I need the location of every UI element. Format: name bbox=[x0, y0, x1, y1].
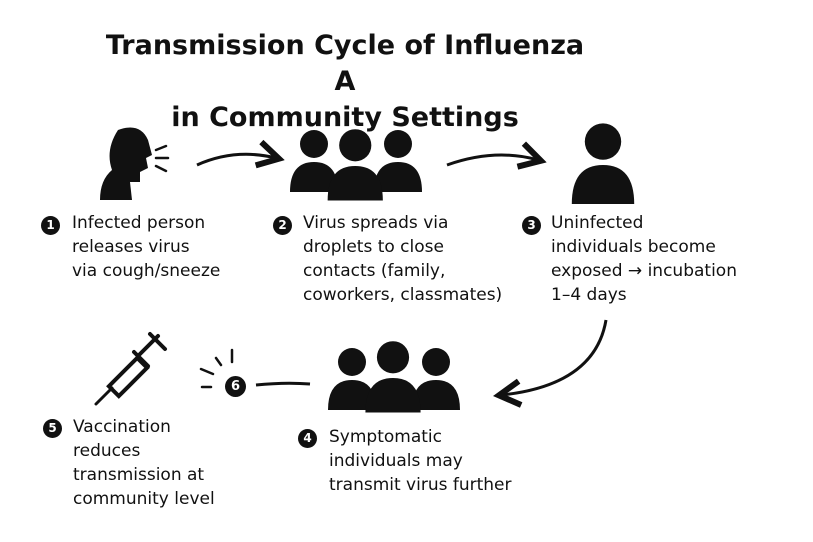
step-5-number: 5 bbox=[43, 419, 62, 438]
title-line-1: Transmission Cycle of Influenza A bbox=[105, 30, 585, 97]
step-1-number: 1 bbox=[41, 216, 60, 235]
step-6-number: 6 bbox=[225, 376, 246, 397]
title-line-2: in Community Settings bbox=[171, 102, 519, 133]
person-icon bbox=[571, 123, 635, 204]
group-of-people-icon bbox=[290, 129, 422, 201]
syringe-icon bbox=[94, 332, 167, 406]
symptomatic-group-icon bbox=[328, 341, 460, 413]
title: Transmission Cycle of Influenza A in Com… bbox=[100, 28, 590, 136]
coughing-person-icon bbox=[100, 127, 170, 200]
step-2-number: 2 bbox=[273, 216, 292, 235]
step-4-number: 4 bbox=[298, 429, 317, 448]
arrow-3-to-4 bbox=[502, 319, 608, 395]
arrow-2-to-3 bbox=[446, 155, 538, 165]
step-4-text: Symptomatic individuals may transmit vir… bbox=[329, 427, 512, 495]
burst-lines bbox=[199, 348, 234, 389]
step-5-text: Vaccination reduces transmission at comm… bbox=[73, 417, 215, 509]
step-1-text: Infected person releases virus via cough… bbox=[72, 213, 221, 281]
step-3-number: 3 bbox=[522, 216, 541, 235]
step-2-text: Virus spreads via droplets to close cont… bbox=[303, 213, 503, 305]
line-4-to-6 bbox=[255, 381, 311, 387]
step-3-text: Uninfected individuals become exposed → … bbox=[551, 213, 737, 305]
arrow-1-to-2 bbox=[196, 154, 276, 165]
